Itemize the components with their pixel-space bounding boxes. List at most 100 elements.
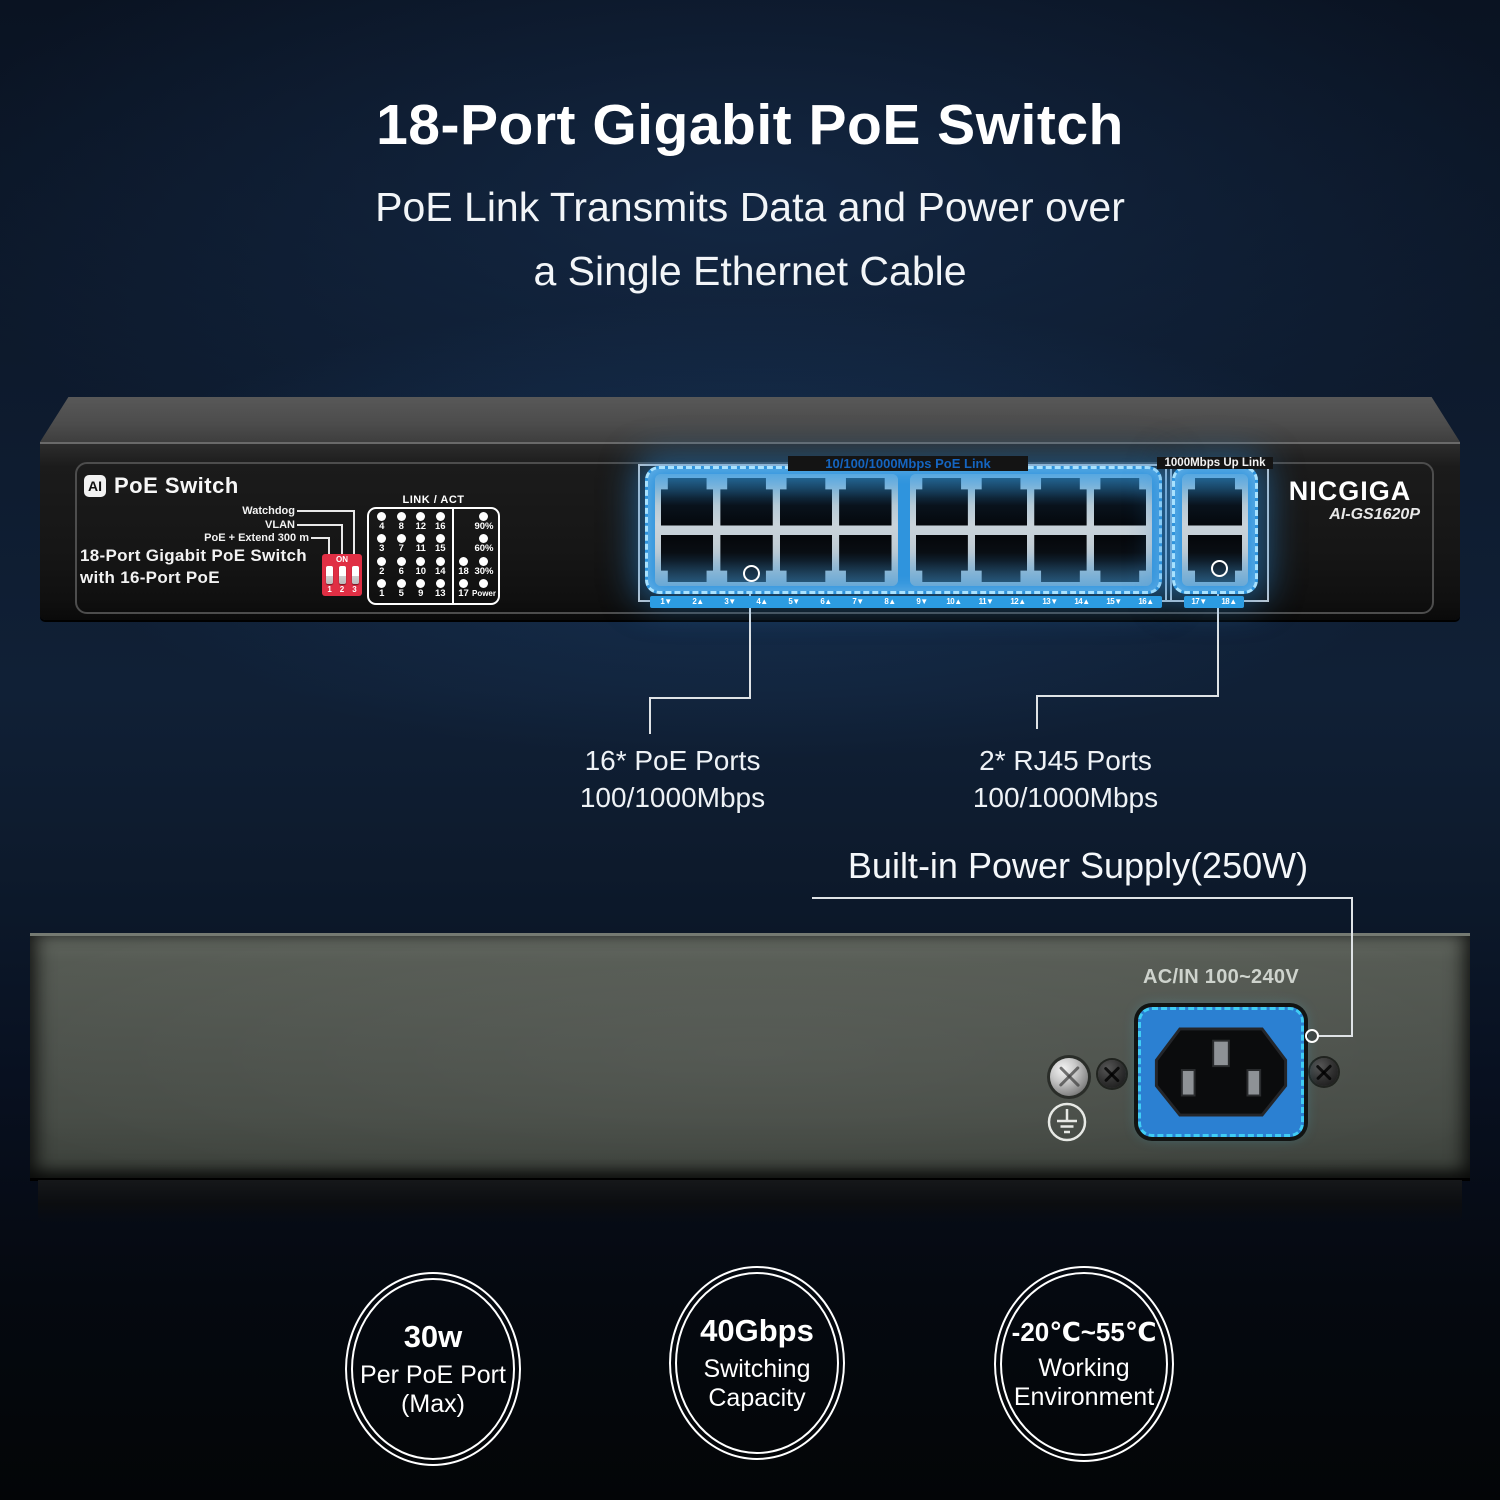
badge-line: Per PoE Port (360, 1361, 506, 1389)
badge-line: Environment (1013, 1382, 1155, 1411)
led-indicator (458, 578, 468, 588)
badge-value: -20℃~55℃ (1011, 1316, 1157, 1347)
rj45-port (1188, 478, 1242, 526)
callout-line (1318, 1035, 1351, 1037)
model-number: AI-GS1620P (1329, 506, 1420, 523)
subtitle-line-1: PoE Link Transmits Data and Power over (375, 184, 1125, 230)
led-cell: 90% (472, 512, 496, 534)
callout-line (1351, 897, 1353, 1037)
poe-ports-callout-line2: 100/1000Mbps (579, 782, 766, 813)
led-label: 1 (379, 587, 385, 599)
badge-line: Working (1038, 1353, 1130, 1382)
subtitle-line-2: a Single Ethernet Cable (533, 248, 967, 294)
port-number-label: 11▼ (978, 597, 994, 606)
rj45-port (661, 534, 714, 582)
led-label: 2 (379, 565, 385, 577)
led-cell: 1 (372, 578, 391, 601)
dip-number: 1 (327, 585, 332, 594)
port-number-label: 4▲ (756, 597, 768, 606)
led-cell: 3 (372, 534, 391, 556)
uplink-port-number-strip: 17▼18▲ (1184, 596, 1244, 608)
port-number-label: 14▲ (1074, 597, 1090, 606)
port-number-label: 1▼ (660, 597, 672, 606)
led-label: 18 (458, 565, 469, 577)
badge-line: Capacity (708, 1384, 806, 1412)
rj45-port (839, 478, 892, 526)
poe-port-block (645, 466, 1162, 594)
led-empty-cell (455, 512, 472, 534)
dip-switch: ON 1 2 3 (322, 554, 362, 596)
led-cell: 16 (430, 512, 450, 534)
led-indicator (377, 534, 387, 544)
poe-port-number-strip: 1▼2▲3▼4▲5▼6▲7▼8▲9▼10▲11▼12▲13▼14▲15▼16▲ (650, 596, 1162, 608)
badge-value: 40Gbps (700, 1313, 814, 1348)
front-model-text-line2: with 16-Port PoE (80, 568, 220, 587)
led-indicator (396, 512, 406, 521)
port-number-label: 7▼ (852, 597, 864, 606)
led-label: 9 (418, 587, 424, 599)
power-inlet-callout-marker (1305, 1029, 1319, 1043)
poe-ports-9-16 (909, 474, 1152, 586)
led-indicator (416, 556, 426, 566)
ac-power-inlet (1138, 1007, 1304, 1137)
dip-label-watchdog: Watchdog (242, 505, 295, 517)
led-indicator (479, 556, 489, 566)
led-label: 4 (379, 521, 385, 532)
badge-switching-capacity: 40Gbps Switching Capacity (669, 1266, 845, 1460)
dip-label-vlan: VLAN (265, 519, 295, 531)
led-label: 15 (434, 543, 446, 555)
callout-line (1036, 695, 1219, 697)
led-label: 17 (458, 587, 469, 599)
led-indicator (435, 512, 445, 521)
led-label: 6 (398, 565, 404, 577)
rj45-port (779, 534, 833, 582)
port-number-label: 5▼ (788, 597, 800, 606)
port-number-label: 8▲ (884, 597, 896, 606)
led-cell: 60% (472, 534, 496, 556)
screw-icon (1098, 1060, 1126, 1088)
led-cell: 11 (411, 534, 431, 556)
led-label: 90% (474, 521, 494, 532)
led-cell: 5 (391, 578, 411, 601)
port-number-label: 18▲ (1221, 597, 1237, 606)
dip-sliders (325, 566, 359, 584)
port-number-label: 3▼ (724, 597, 736, 606)
badge-value: 30w (403, 1319, 463, 1354)
dip-connector-line (311, 537, 330, 557)
led-label: 14 (434, 565, 446, 577)
led-indicator (377, 512, 387, 521)
led-cell: 6 (391, 556, 411, 579)
dip-slider (351, 566, 359, 584)
poe-ports-callout-line1: 16* PoE Ports (584, 745, 761, 776)
led-cell: 17 (455, 578, 472, 601)
led-cell: 7 (391, 534, 411, 556)
dip-slider (338, 566, 346, 584)
led-label: Power (471, 588, 496, 598)
c14-inlet-icon (1154, 1027, 1288, 1117)
led-indicator (479, 578, 489, 588)
callout-line (1036, 695, 1038, 729)
rj45-port (1093, 478, 1146, 526)
rj45-port (661, 478, 714, 526)
led-indicator (396, 578, 406, 588)
led-label: 7 (398, 543, 404, 555)
uplink-ports-callout: 2* RJ45 Ports 100/1000Mbps (948, 742, 1183, 816)
dip-slider (325, 566, 333, 584)
led-label: 10 (415, 565, 427, 577)
dip-connector-line (297, 510, 355, 557)
ai-logo-icon: AI (84, 475, 106, 497)
led-label: 3 (379, 543, 385, 555)
callout-line (812, 897, 1353, 899)
poe-port-callout-marker (743, 565, 760, 582)
led-label: 12 (415, 521, 427, 532)
callout-line (649, 697, 651, 734)
port-number-label: 2▲ (692, 597, 704, 606)
port-number-label: 10▲ (946, 597, 962, 606)
led-indicator (479, 534, 489, 544)
rj45-port (915, 534, 968, 582)
led-indicator (396, 556, 406, 566)
callout-line (1217, 575, 1219, 697)
led-label: 60% (474, 543, 494, 555)
power-supply-callout: Built-in Power Supply(250W) (847, 845, 1309, 886)
uplink-ports-callout-line1: 2* RJ45 Ports (979, 745, 1152, 776)
